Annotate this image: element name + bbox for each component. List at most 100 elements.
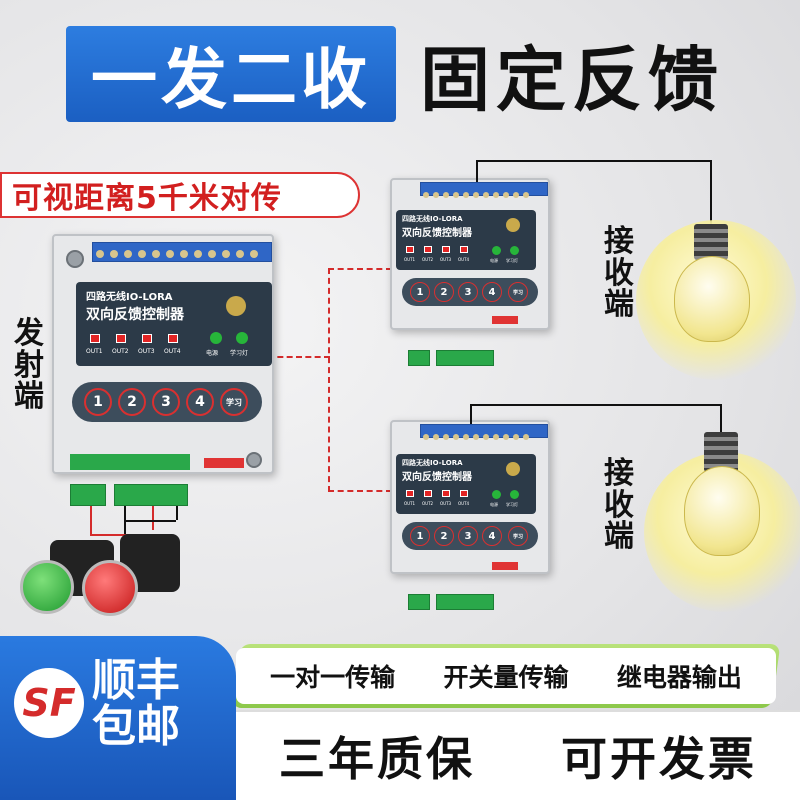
output-label: OUT3 (138, 348, 155, 355)
output-label: OUT2 (422, 501, 434, 506)
key-2-button[interactable]: 2 (434, 526, 454, 546)
key-2-button[interactable]: 2 (434, 282, 454, 302)
wire (720, 404, 722, 434)
device-panel: 四路无线IO-LORA 双向反馈控制器 OUT1 OUT2 OUT3 OUT4 … (396, 454, 536, 514)
led-label: 电源 (490, 258, 498, 263)
output-label: OUT1 (86, 348, 103, 355)
led-label: 学习灯 (506, 258, 518, 263)
learn-button[interactable]: 学习 (508, 526, 528, 546)
output-indicator (90, 334, 100, 343)
screw-icon (246, 452, 262, 468)
wire (470, 404, 472, 424)
feature-item: 一对一传输 (270, 663, 396, 692)
terminal-connector (408, 594, 430, 610)
link-line (328, 490, 392, 492)
device-title-small: 四路无线IO-LORA (402, 215, 463, 223)
shipping-line-2: 包邮 (92, 701, 180, 753)
guarantee-bar: 三年质保 可开发票 (236, 710, 800, 800)
output-indicator (142, 334, 152, 343)
output-indicator (442, 246, 450, 253)
key-4-button[interactable]: 4 (482, 526, 502, 546)
link-line (328, 268, 392, 270)
output-label: OUT3 (440, 257, 452, 262)
learn-button[interactable]: 学习 (220, 388, 248, 416)
connector-strip (70, 454, 190, 470)
dip-switch[interactable] (492, 316, 518, 324)
terminal-connector (436, 350, 494, 366)
key-2-button[interactable]: 2 (118, 388, 146, 416)
key-row: 1 2 3 4 学习 (72, 382, 262, 422)
antenna-icon (506, 462, 520, 476)
power-led (492, 246, 501, 255)
screw-icon (66, 250, 84, 268)
key-3-button[interactable]: 3 (458, 282, 478, 302)
shipping-text: 顺丰 包邮 (92, 657, 180, 753)
output-indicator (460, 490, 468, 497)
wire (90, 506, 92, 536)
dip-switch[interactable] (204, 458, 244, 468)
headline-left: 一发二收 (66, 26, 396, 122)
wire (476, 160, 712, 162)
key-3-button[interactable]: 3 (152, 388, 180, 416)
key-row: 1 2 3 4 学习 (402, 522, 538, 550)
learn-led (510, 490, 519, 499)
key-1-button[interactable]: 1 (410, 282, 430, 302)
red-push-button[interactable] (82, 560, 138, 616)
wire (152, 506, 154, 530)
antenna-icon (506, 218, 520, 232)
led-label: 学习灯 (506, 502, 518, 507)
output-indicator (442, 490, 450, 497)
range-banner: 可视距离5千米对传 (0, 172, 360, 218)
terminal-block (92, 242, 272, 262)
bulb-base-icon (704, 432, 738, 472)
device-title: 双向反馈控制器 (86, 307, 184, 323)
link-line (268, 356, 330, 358)
terminal-connector (114, 484, 188, 506)
terminal-connector (408, 350, 430, 366)
wire (710, 160, 712, 224)
led-label: 电源 (206, 350, 219, 357)
key-4-button[interactable]: 4 (186, 388, 214, 416)
wire (90, 534, 150, 536)
output-label: OUT4 (164, 348, 181, 355)
led-label: 学习灯 (230, 350, 249, 357)
device-title: 双向反馈控制器 (402, 472, 472, 483)
terminal-block (420, 424, 548, 440)
antenna-icon (226, 296, 246, 316)
guarantee-item: 可开发票 (561, 732, 757, 786)
headline-right: 固定反馈 (420, 38, 724, 121)
receiver-device-1: 四路无线IO-LORA 双向反馈控制器 OUT1 OUT2 OUT3 OUT4 … (390, 178, 550, 330)
device-panel: 四路无线IO-LORA 双向反馈控制器 OUT1 OUT2 OUT3 OUT4 … (76, 282, 272, 366)
terminal-block (420, 182, 548, 198)
key-4-button[interactable]: 4 (482, 282, 502, 302)
transmitter-label: 发射端 (14, 316, 44, 414)
output-indicator (424, 246, 432, 253)
device-title-small: 四路无线IO-LORA (402, 459, 463, 467)
green-push-button[interactable] (20, 560, 74, 614)
key-3-button[interactable]: 3 (458, 526, 478, 546)
output-label: OUT1 (404, 257, 416, 262)
receiver-label-2: 接收端 (604, 456, 634, 554)
output-label: OUT1 (404, 501, 416, 506)
learn-led (236, 332, 248, 344)
key-1-button[interactable]: 1 (410, 526, 430, 546)
dip-switch[interactable] (492, 562, 518, 570)
key-row: 1 2 3 4 学习 (402, 278, 538, 306)
power-led (210, 332, 222, 344)
transmitter-device: 四路无线IO-LORA 双向反馈控制器 OUT1 OUT2 OUT3 OUT4 … (52, 234, 274, 474)
output-indicator (406, 246, 414, 253)
sf-logo-icon: SF (14, 668, 84, 738)
output-label: OUT2 (422, 257, 434, 262)
feature-item: 开关量传输 (443, 663, 569, 692)
receiver-device-2: 四路无线IO-LORA 双向反馈控制器 OUT1 OUT2 OUT3 OUT4 … (390, 420, 550, 574)
power-led (492, 490, 501, 499)
output-label: OUT3 (440, 501, 452, 506)
feature-item: 继电器输出 (616, 663, 742, 692)
bulb-base-icon (694, 224, 728, 260)
device-panel: 四路无线IO-LORA 双向反馈控制器 OUT1 OUT2 OUT3 OUT4 … (396, 210, 536, 270)
key-1-button[interactable]: 1 (84, 388, 112, 416)
wire (176, 506, 178, 520)
learn-button[interactable]: 学习 (508, 282, 528, 302)
light-bulb-icon (684, 466, 760, 556)
guarantee-item: 三年质保 (279, 732, 475, 786)
